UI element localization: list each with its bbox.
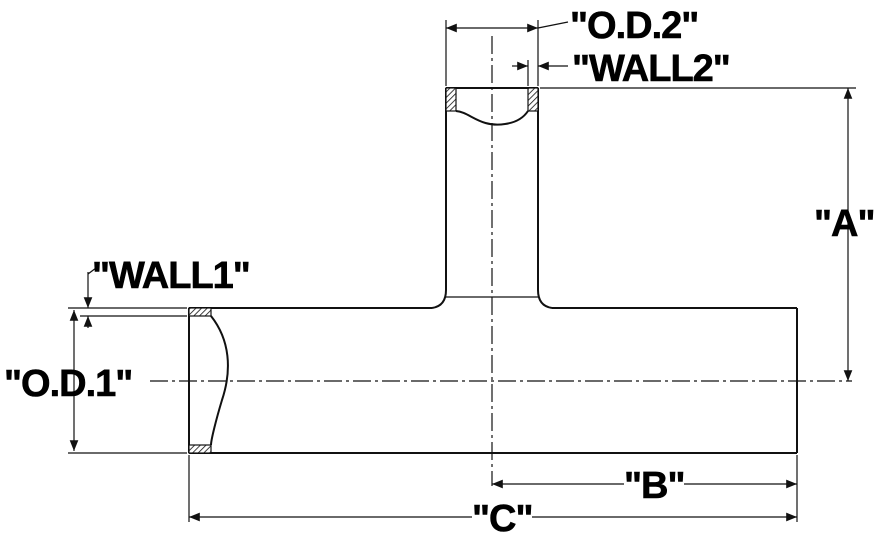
a-label: "A" [814,203,874,245]
wall1-dimension [68,267,187,328]
od1-dimension [68,310,187,454]
od1-label: "O.D.1" [4,363,132,405]
od2-dimension [445,20,569,86]
c-dimension [188,455,797,522]
wall1-hatch [188,307,212,317]
b-dimension [492,455,798,522]
a-dimension [540,87,856,381]
wall2-hatch-right [527,87,539,112]
wall1-label: "WALL1" [92,255,250,297]
wall2-hatch [445,87,457,112]
b-label: "B" [624,465,684,507]
c-label: "C" [472,498,532,540]
od2-label: "O.D.2" [570,5,698,47]
wall2-label: "WALL2" [572,48,730,90]
wall2-dimension [512,60,568,86]
wall1-hatch-bottom [188,444,212,454]
